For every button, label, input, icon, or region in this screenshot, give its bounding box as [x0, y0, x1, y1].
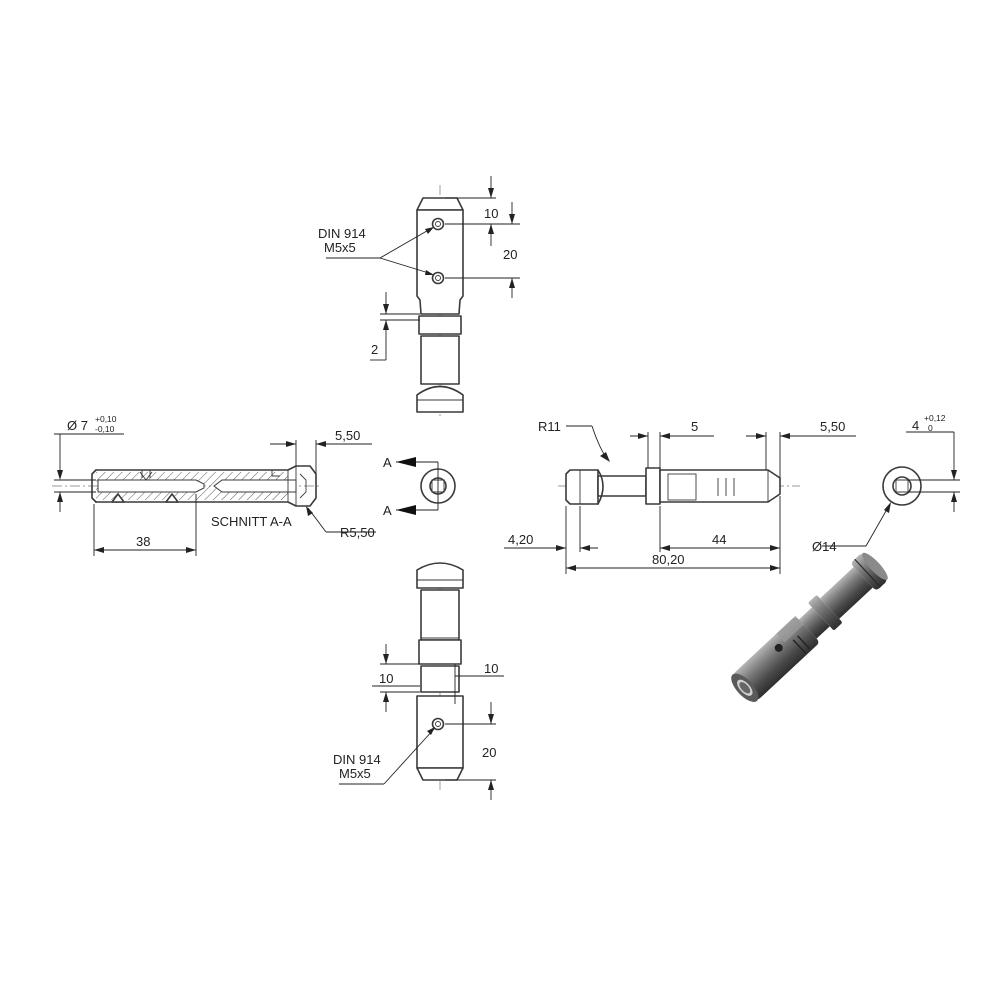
- dim-end-dia14: Ø14: [812, 539, 837, 554]
- dim-left-tol-minus: -0,10: [95, 424, 115, 434]
- screw-hole-icon: [431, 217, 445, 231]
- dim-left-diameter: Ø 7: [67, 418, 88, 433]
- din-label-top-1: DIN 914: [318, 226, 366, 241]
- din-label-bottom-1: DIN 914: [333, 752, 381, 767]
- dim-right-4-20: 4,20: [508, 532, 533, 547]
- section-view-a-a: Ø 7 +0,10 -0,10 5,50 R5,50 SCHNITT A-A 3…: [52, 414, 376, 556]
- section-title: SCHNITT A-A: [211, 514, 292, 529]
- side-view-right: R11 5 5,50 4,20 44: [504, 419, 856, 574]
- dim-left-r5-50: R5,50: [340, 525, 375, 540]
- dim-bottom-10-right: 10: [484, 661, 498, 676]
- dim-bottom-20: 20: [482, 745, 496, 760]
- dim-end-4: 4: [912, 418, 919, 433]
- end-view-right: 4 +0,12 0 Ø14: [812, 413, 960, 554]
- section-mark-bottom: A: [383, 503, 392, 518]
- dim-bottom-10-left: 10: [379, 671, 393, 686]
- dim-right-5: 5: [691, 419, 698, 434]
- dim-right-r11: R11: [538, 419, 561, 434]
- end-view-center: A A: [383, 455, 456, 518]
- dim-end-tol-zero: 0: [928, 423, 933, 433]
- dim-right-44: 44: [712, 532, 726, 547]
- din-label-top-2: M5x5: [324, 240, 356, 255]
- dim-top-20: 20: [503, 247, 517, 262]
- section-mark-top: A: [383, 455, 392, 470]
- dim-left-tol-plus: +0,10: [95, 414, 117, 424]
- screw-hole-icon: [431, 271, 445, 285]
- screw-hole-icon: [431, 717, 445, 731]
- dim-top-10: 10: [484, 206, 498, 221]
- bottom-view: 10 10 20 DIN 914 M5x5: [333, 562, 504, 800]
- dim-left-38: 38: [136, 534, 150, 549]
- dim-end-tol-plus: +0,12: [924, 413, 946, 423]
- part-3d-render: [731, 552, 888, 702]
- dim-top-2: 2: [371, 342, 378, 357]
- dim-right-5-50: 5,50: [820, 419, 845, 434]
- top-view: 10 20 2 DIN 914 M5x5: [318, 176, 520, 418]
- dim-left-5-50: 5,50: [335, 428, 360, 443]
- dim-right-80-20: 80,20: [652, 552, 685, 567]
- din-label-bottom-2: M5x5: [339, 766, 371, 781]
